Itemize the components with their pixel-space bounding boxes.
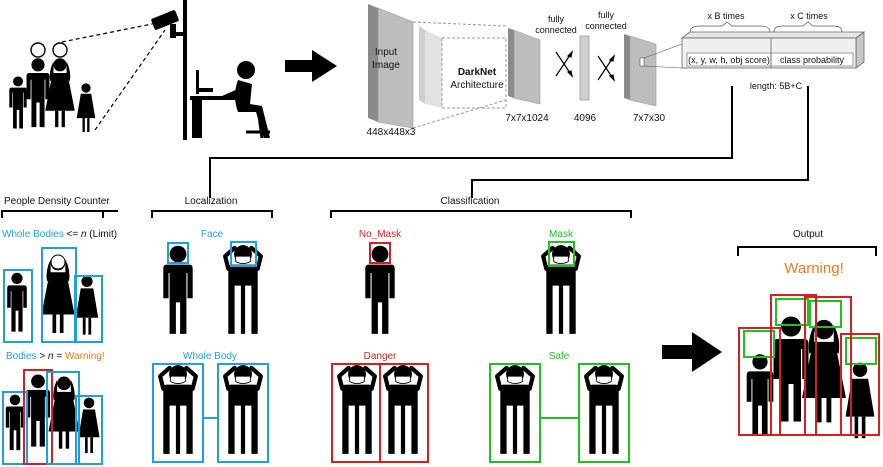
mask-label: Mask	[549, 229, 573, 240]
no-mask-label: No_Mask	[358, 229, 402, 240]
dims-4096-label: 4096	[573, 113, 597, 124]
density-over-limit-illustration	[2, 369, 103, 465]
camera-view-line	[94, 29, 166, 131]
density-under-limit-illustration	[3, 247, 103, 343]
output-detection-illustration	[738, 294, 880, 439]
section-classification-title: Classification	[440, 196, 500, 207]
darknet-block	[412, 21, 507, 129]
density-rule-warning: Bodies > n = Warning!	[6, 351, 105, 362]
camera-view-line	[61, 21, 163, 43]
prediction-vector	[680, 21, 866, 69]
arrow-right-icon	[285, 50, 337, 82]
conv-7x7x1024-block	[508, 28, 541, 105]
fc-cross-arrows	[555, 50, 615, 82]
body-localization-illustration	[152, 363, 269, 463]
face-label: Face	[200, 229, 224, 240]
section-output-title: Output	[792, 229, 824, 240]
b-times-label: x B times	[707, 11, 745, 21]
danger-label: Danger	[363, 351, 397, 362]
safe-label: Safe	[548, 351, 570, 362]
whole-body-label: Whole Body	[183, 351, 237, 362]
safe-illustration	[489, 363, 630, 463]
class-probability-label: class probability	[779, 55, 845, 65]
vector-length-label: length: 5B+C	[749, 81, 803, 91]
cctv-camera-icon	[151, 10, 186, 38]
section-localization-title: Localization	[184, 196, 238, 207]
family-icon	[9, 42, 96, 133]
fc-4096-block	[579, 35, 590, 101]
wall-divider	[183, 0, 187, 140]
arrow-right-icon	[662, 332, 722, 372]
box-content-label: (x, y, w, h, obj score)	[688, 55, 770, 65]
section-bracket	[1, 210, 877, 256]
section-density-title: People Density Counter	[4, 196, 110, 207]
output-7x7x30-block	[624, 34, 683, 107]
density-rule-limit: Whole Bodies <= n (Limit)	[2, 229, 118, 240]
output-warning-label: Warning!	[784, 260, 844, 277]
input-image-block	[368, 4, 414, 129]
c-times-label: x C times	[790, 11, 828, 21]
face-localization-illustration	[163, 241, 261, 334]
dims-7x7x30-label: 7x7x30	[632, 113, 666, 124]
connector-line	[209, 86, 733, 198]
dims-7x7x1024-label: 7x7x1024	[505, 113, 549, 124]
mask-illustration	[543, 241, 579, 334]
danger-illustration	[331, 363, 429, 463]
operator-icon	[190, 61, 270, 139]
connector-line	[471, 86, 809, 198]
no-mask-illustration	[365, 242, 395, 334]
input-dims-label: 448x448x3	[366, 127, 416, 138]
